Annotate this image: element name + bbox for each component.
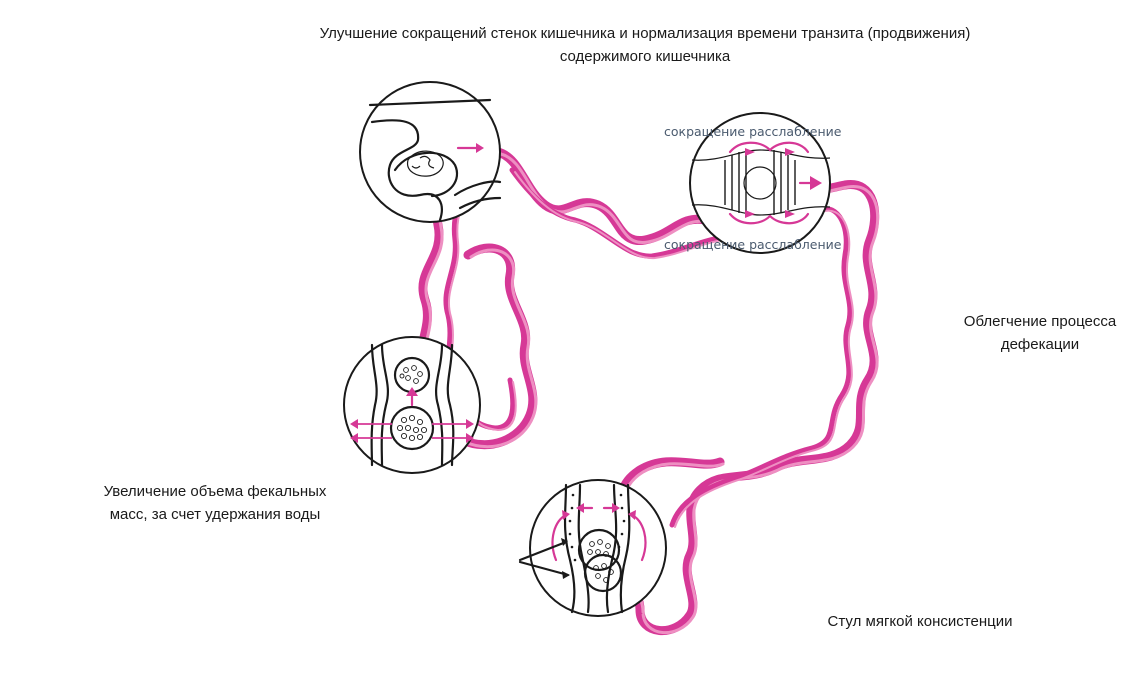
- arrow-up-icon: [406, 387, 418, 407]
- colon-inner-strokes-shade: [514, 171, 854, 528]
- arrow-left-icon: [576, 503, 620, 513]
- caption-fecal-volume: Увеличение объема фекальных масс, за сче…: [103, 483, 327, 523]
- bowel-rings: [724, 150, 796, 215]
- arrow-right-icon: [456, 143, 484, 153]
- caption-soft-stool: Стул мягкой консистенции: [827, 613, 1013, 630]
- water-arrows: [350, 419, 474, 443]
- stool-particles: [587, 539, 614, 583]
- magnified-view-water-retention: [343, 336, 481, 474]
- peristalsis-label-top: сокращение расслабление: [664, 124, 842, 139]
- stool-particles: [396, 365, 428, 442]
- caption-defecation-relief: Облегчение процесса дефекации: [963, 313, 1117, 353]
- peristalsis-label-bottom: сокращение расслабление: [664, 237, 842, 252]
- colon-outer-shade: [499, 152, 880, 634]
- peristalsis-arrows: [745, 148, 822, 218]
- caption-intestinal-contractions: Улучшение сокращений стенок кишечника и …: [319, 25, 971, 65]
- callout-circle: [689, 112, 831, 254]
- magnified-view-stomach: [359, 81, 502, 223]
- magnified-view-rectum: [518, 479, 667, 617]
- magnified-view-peristalsis: сокращение расслабление сокращение рассл…: [664, 112, 842, 254]
